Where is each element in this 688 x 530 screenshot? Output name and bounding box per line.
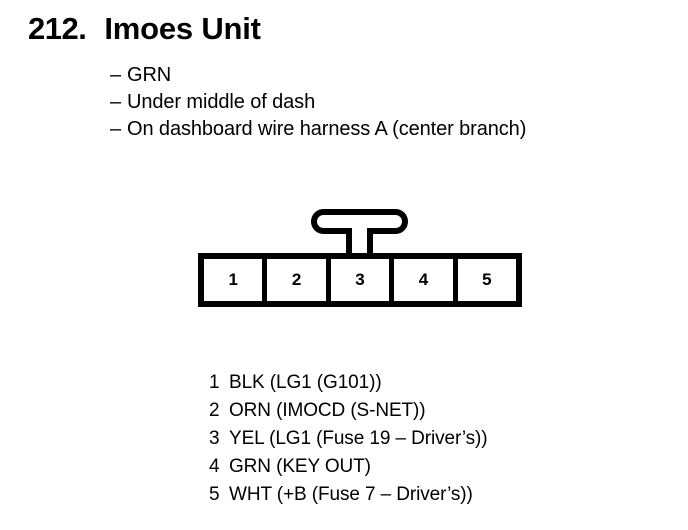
description-item-label: Under middle of dash bbox=[127, 91, 316, 113]
description-list: – GRN – Under middle of dash – On dashbo… bbox=[110, 62, 526, 143]
dash-bullet-icon: – bbox=[110, 118, 122, 140]
pin-legend-number: 4 bbox=[209, 456, 220, 477]
pin-legend-number: 1 bbox=[209, 372, 220, 393]
connector-pin-cell: 1 bbox=[204, 259, 268, 301]
pin-legend-row: 3 YEL (LG1 (Fuse 19 – Driver’s)) bbox=[209, 425, 488, 453]
page-title-text: Imoes Unit bbox=[104, 11, 261, 46]
pin-legend-row: 1 BLK (LG1 (G101)) bbox=[209, 369, 488, 397]
pin-legend-label: ORN (IMOCD (S-NET)) bbox=[229, 400, 426, 421]
connector-pin-cell: 3 bbox=[330, 259, 395, 301]
connector-diagram: 1 2 3 4 5 bbox=[198, 209, 522, 307]
description-item: – On dashboard wire harness A (center br… bbox=[110, 116, 526, 143]
connector-pin-cell: 5 bbox=[457, 259, 517, 301]
connector-pin-cell: 2 bbox=[267, 259, 331, 301]
description-item: – GRN bbox=[110, 62, 526, 89]
page-title: 212. Imoes Unit bbox=[28, 11, 261, 47]
pin-legend-label: WHT (+B (Fuse 7 – Driver’s)) bbox=[229, 484, 473, 505]
pin-legend-number: 2 bbox=[209, 400, 220, 421]
pin-legend-label: BLK (LG1 (G101)) bbox=[229, 372, 382, 393]
page-title-number: 212. bbox=[28, 11, 87, 46]
dash-bullet-icon: – bbox=[110, 64, 122, 86]
pin-legend-row: 5 WHT (+B (Fuse 7 – Driver’s)) bbox=[209, 481, 488, 509]
connector-pin-cell: 4 bbox=[394, 259, 458, 301]
description-item-label: On dashboard wire harness A (center bran… bbox=[127, 118, 527, 140]
pin-legend: 1 BLK (LG1 (G101)) 2 ORN (IMOCD (S-NET))… bbox=[209, 369, 488, 509]
pin-legend-label: GRN (KEY OUT) bbox=[229, 456, 371, 477]
pin-legend-row: 4 GRN (KEY OUT) bbox=[209, 453, 488, 481]
description-item: – Under middle of dash bbox=[110, 89, 526, 116]
pin-legend-number: 5 bbox=[209, 484, 220, 505]
pin-legend-label: YEL (LG1 (Fuse 19 – Driver’s)) bbox=[229, 428, 488, 449]
description-item-label: GRN bbox=[127, 64, 172, 86]
pin-legend-number: 3 bbox=[209, 428, 220, 449]
connector-housing: 1 2 3 4 5 bbox=[198, 253, 522, 307]
pin-legend-row: 2 ORN (IMOCD (S-NET)) bbox=[209, 397, 488, 425]
dash-bullet-icon: – bbox=[110, 91, 122, 113]
